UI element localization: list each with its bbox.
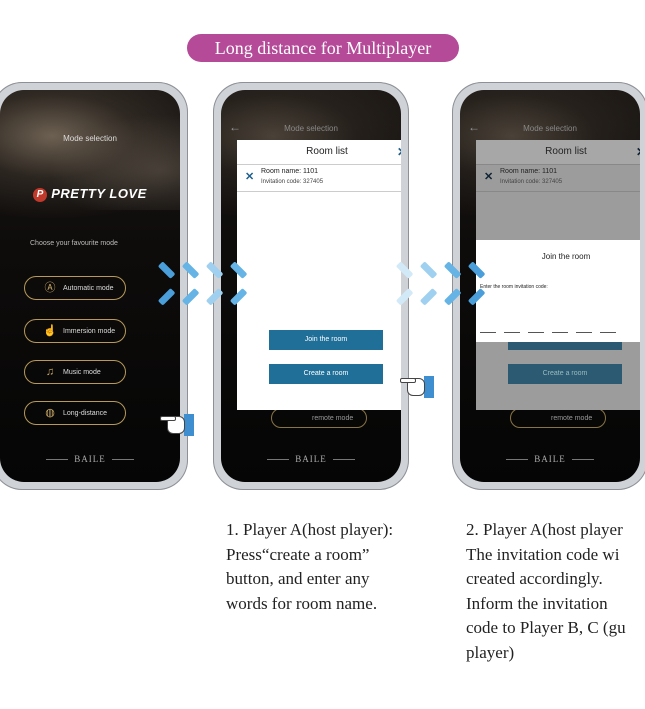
brand-footer: BAILE xyxy=(221,454,401,464)
remove-room-icon: ✕ xyxy=(484,171,494,183)
immersion-mode-button[interactable]: ☝Immersion mode xyxy=(24,319,126,343)
phone-screen: ← Mode selection remote mode BAILE Room … xyxy=(221,90,401,482)
remote-mode-button[interactable]: remote mode xyxy=(271,408,367,428)
screen-title: Mode selection xyxy=(523,124,577,133)
chevron-right-icon xyxy=(150,267,174,301)
chevron-right-icon xyxy=(436,267,460,301)
invitation-code: Invitation code: 327405 xyxy=(500,179,563,185)
music-mode-button[interactable]: ♫Music mode xyxy=(24,360,126,384)
banner-title: Long distance for Multiplayer xyxy=(187,34,459,62)
join-room-button[interactable]: Join the room xyxy=(269,330,383,350)
arrow-chevrons-2 xyxy=(388,267,484,301)
join-room-dialog: Join the room Enter the room invitation … xyxy=(476,240,640,342)
room-list-item: ✕ Room name: 1101 Invitation code: 32740… xyxy=(476,165,640,192)
brand-footer: BAILE xyxy=(460,454,640,464)
remove-room-icon[interactable]: ✕ xyxy=(245,171,255,183)
phone-screen: ← Mode selection remote mode BAILE Room … xyxy=(460,90,640,482)
chevron-right-icon xyxy=(198,267,222,301)
chevron-right-icon xyxy=(412,267,436,301)
invitation-code: Invitation code: 327405 xyxy=(261,179,324,185)
back-arrow-icon[interactable]: ← xyxy=(468,120,480,134)
pointing-hand-icon xyxy=(160,412,194,438)
dialog-title: Room list xyxy=(306,146,348,157)
arrow-chevrons-1 xyxy=(150,267,246,301)
automatic-mode-icon: Ⓐ xyxy=(44,282,56,294)
brand-footer: BAILE xyxy=(0,454,180,464)
back-arrow-icon[interactable]: ← xyxy=(229,120,241,134)
close-icon[interactable]: ✕ xyxy=(397,140,401,164)
logo-text: PRETTY LOVE xyxy=(51,186,147,201)
logo-mark-icon: P xyxy=(33,187,48,202)
create-room-button: Create a room xyxy=(508,364,622,384)
step-1-caption: 1. Player A(host player): Press“create a… xyxy=(226,520,394,613)
globe-icon: ◍ xyxy=(45,407,55,419)
screen-title: Mode selection xyxy=(63,134,117,143)
invitation-code-input[interactable] xyxy=(480,320,624,338)
chevron-right-icon xyxy=(388,267,412,301)
dialog-header: Room list ✕ xyxy=(237,140,401,165)
screen-title: Mode selection xyxy=(284,124,338,133)
mode-subtitle: Choose your favourite mode xyxy=(30,240,118,247)
close-icon[interactable]: ✕ xyxy=(636,140,640,164)
pointing-hand-icon xyxy=(400,374,434,400)
music-note-icon: ♫ xyxy=(45,366,55,378)
room-list-item[interactable]: ✕ Room name: 1101 Invitation code: 32740… xyxy=(237,165,401,192)
hand-pointer-icon: ☝ xyxy=(43,325,57,337)
remote-mode-button[interactable]: remote mode xyxy=(510,408,606,428)
join-dialog-title: Join the room xyxy=(541,252,591,261)
chevron-right-icon xyxy=(460,267,484,301)
invitation-code-label: Enter the room invitation code: xyxy=(480,284,548,290)
step-2-caption: 2. Player A(host player The invitation c… xyxy=(466,520,626,662)
dialog-header: Room list ✕ xyxy=(476,140,640,165)
dialog-title: Room list xyxy=(545,146,587,157)
long-distance-button[interactable]: ◍Long-distance xyxy=(24,401,126,425)
create-room-button[interactable]: Create a room xyxy=(269,364,383,384)
room-name: Room name: 1101 xyxy=(261,168,319,175)
phone-join-room: ← Mode selection remote mode BAILE Room … xyxy=(452,82,645,490)
chevron-right-icon xyxy=(174,267,198,301)
room-list-dialog: Room list ✕ ✕ Room name: 1101 Invitation… xyxy=(237,140,401,410)
room-name: Room name: 1101 xyxy=(500,168,558,175)
chevron-right-icon xyxy=(222,267,246,301)
